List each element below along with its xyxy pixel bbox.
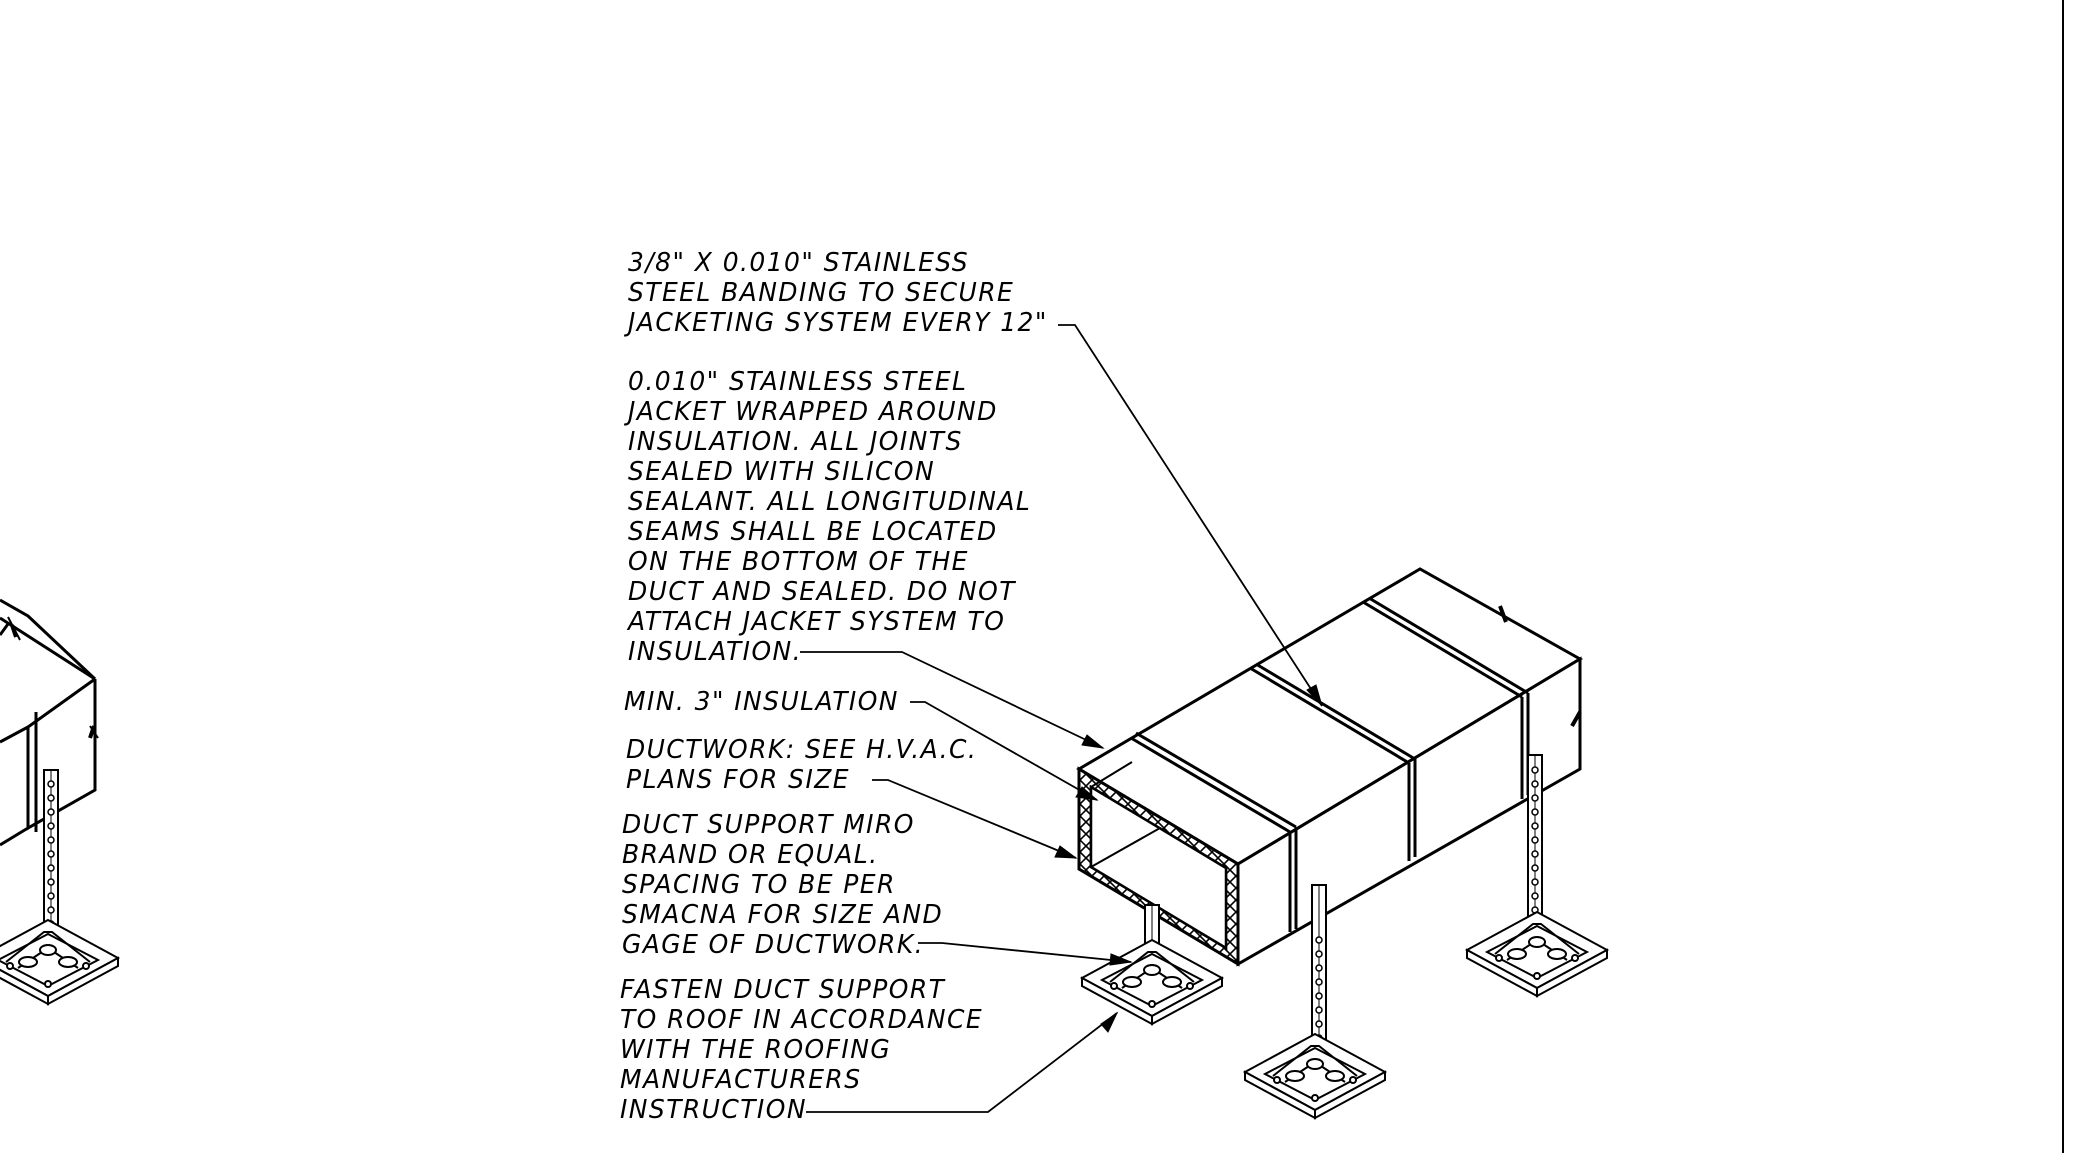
duct-support-stand-middle bbox=[1244, 884, 1386, 1119]
note-line: DUCTWORK: SEE H.V.A.C. bbox=[626, 735, 978, 765]
note-line: INSULATION. ALL JOINTS bbox=[628, 427, 963, 457]
note-line: MANUFACTURERS bbox=[620, 1065, 862, 1095]
note-line: FASTEN DUCT SUPPORT bbox=[620, 975, 946, 1005]
note-line: ON THE BOTTOM OF THE bbox=[628, 547, 969, 577]
note-line: PLANS FOR SIZE bbox=[626, 765, 851, 795]
note-line: TO ROOF IN ACCORDANCE bbox=[620, 1005, 984, 1035]
leader-fasten bbox=[806, 1012, 1118, 1113]
note-line: MIN. 3" INSULATION bbox=[624, 687, 899, 717]
duct-support-stand-front bbox=[1081, 904, 1223, 1025]
note-line: 0.010" STAINLESS STEEL bbox=[628, 367, 968, 397]
note-line: ATTACH JACKET SYSTEM TO bbox=[628, 607, 1006, 637]
note-line: SEALANT. ALL LONGITUDINAL bbox=[628, 487, 1032, 517]
note-line: STEEL BANDING TO SECURE bbox=[628, 278, 1015, 308]
note-line: GAGE OF DUCTWORK. bbox=[622, 930, 925, 960]
note-fasten: FASTEN DUCT SUPPORT TO ROOF IN ACCORDANC… bbox=[620, 975, 983, 1125]
note-line: INSTRUCTION bbox=[620, 1095, 807, 1125]
note-support: DUCT SUPPORT MIRO BRAND OR EQUAL. SPACIN… bbox=[622, 810, 943, 960]
note-banding: 3/8" X 0.010" STAINLESS STEEL BANDING TO… bbox=[628, 248, 1048, 338]
duct-support-stand-left bbox=[0, 769, 119, 1005]
note-line: INSULATION. bbox=[628, 637, 803, 667]
note-line: BRAND OR EQUAL. bbox=[622, 840, 879, 870]
note-line: SMACNA FOR SIZE AND bbox=[622, 900, 944, 930]
leader-lines bbox=[800, 324, 1323, 1113]
banding-straps bbox=[1130, 596, 1530, 932]
note-line: SEALED WITH SILICON bbox=[628, 457, 936, 487]
duct-support-stand-rear bbox=[1466, 754, 1608, 997]
partial-duct-assembly-left bbox=[0, 598, 99, 847]
note-line: DUCT AND SEALED. DO NOT bbox=[628, 577, 1016, 607]
note-jacket: 0.010" STAINLESS STEEL JACKET WRAPPED AR… bbox=[628, 367, 1031, 667]
note-line: WITH THE ROOFING bbox=[620, 1035, 892, 1065]
note-line: 3/8" X 0.010" STAINLESS bbox=[628, 248, 969, 278]
leader-ductwork bbox=[872, 779, 1077, 859]
note-line: JACKET WRAPPED AROUND bbox=[628, 397, 998, 427]
note-insulation: MIN. 3" INSULATION bbox=[624, 687, 899, 717]
leader-jacket bbox=[800, 651, 1104, 749]
note-line: JACKETING SYSTEM EVERY 12" bbox=[628, 308, 1048, 338]
leader-banding bbox=[1058, 324, 1323, 707]
note-line: DUCT SUPPORT MIRO bbox=[622, 810, 915, 840]
note-ductwork: DUCTWORK: SEE H.V.A.C. PLANS FOR SIZE bbox=[626, 735, 977, 795]
leader-insulation bbox=[910, 701, 1098, 801]
note-line: SPACING TO BE PER bbox=[622, 870, 896, 900]
leader-arrowheads bbox=[1054, 684, 1323, 1033]
leader-support bbox=[918, 942, 1132, 963]
note-line: SEAMS SHALL BE LOCATED bbox=[628, 517, 998, 547]
